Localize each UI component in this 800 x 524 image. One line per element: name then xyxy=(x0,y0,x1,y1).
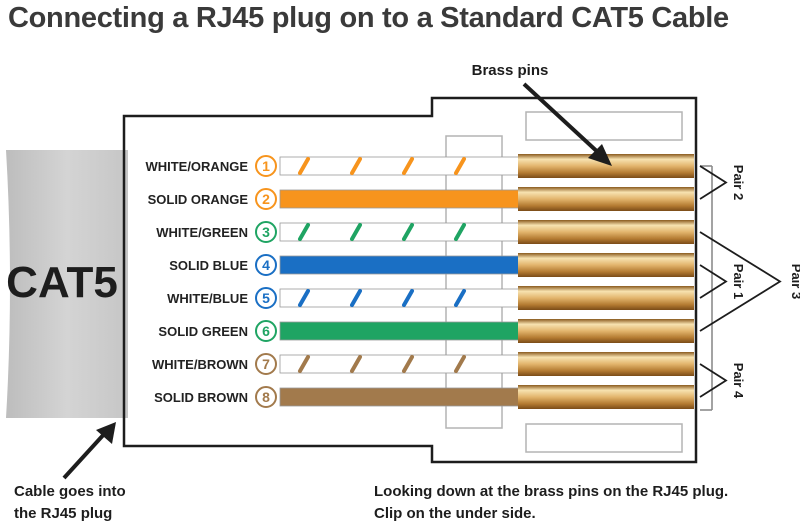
wire-label: SOLID BLUE xyxy=(169,258,248,273)
pin-number: 1 xyxy=(262,158,270,174)
wire-row: WHITE/BROWN 7 xyxy=(152,352,694,376)
view-note-line-1: Looking down at the brass pins on the RJ… xyxy=(374,483,728,500)
pair-label: Pair 2 xyxy=(731,165,746,200)
pair-label: Pair 3 xyxy=(789,264,800,299)
wire-stripe xyxy=(350,289,362,307)
brass-pin xyxy=(518,253,694,277)
wire-stripe xyxy=(298,355,310,373)
pin-number: 3 xyxy=(262,224,270,240)
pair-label: Pair 4 xyxy=(731,363,746,399)
wire-conductor xyxy=(279,222,521,242)
wire-conductor xyxy=(279,189,521,209)
cable-note-line-1: Cable goes into xyxy=(14,483,126,500)
brass-pin xyxy=(518,352,694,376)
wire-row: WHITE/GREEN 3 xyxy=(156,220,694,244)
brass-pins-arrow-line xyxy=(522,82,604,158)
wire-row: SOLID BROWN 8 xyxy=(154,385,694,409)
pin-number: 6 xyxy=(262,323,270,339)
cable-label: CAT5 xyxy=(6,258,118,307)
pin-number: 5 xyxy=(262,290,270,306)
pair-brackets: Pair 2 Pair 1 Pair 3 Pair 4 xyxy=(699,165,800,411)
pair-bracket-line xyxy=(699,165,728,200)
wire-conductor xyxy=(279,255,521,275)
wire-stripe xyxy=(402,157,414,175)
page-title: Connecting a RJ45 plug on to a Standard … xyxy=(8,2,729,34)
pair-bracket-line xyxy=(699,264,728,299)
wire-stripe xyxy=(350,157,362,175)
pair-bracket-line xyxy=(699,231,782,332)
pin-number-circle xyxy=(255,320,277,342)
brass-pin xyxy=(518,319,694,343)
view-note-line-2: Clip on the under side. xyxy=(374,505,536,522)
pair-bracket: Pair 1 xyxy=(699,264,746,299)
wire-conductor xyxy=(279,288,521,308)
wire-conductor xyxy=(279,354,521,374)
wire-stripe xyxy=(402,289,414,307)
pin-number: 7 xyxy=(262,356,270,372)
cable-note-arrow-line xyxy=(62,430,108,480)
wire-label: SOLID GREEN xyxy=(158,324,248,339)
wire-stripe xyxy=(298,157,310,175)
wire-row: SOLID BLUE 4 xyxy=(169,253,694,277)
pin-number-circle xyxy=(255,254,277,276)
wire-row: WHITE/BLUE 5 xyxy=(167,286,694,310)
pin-number: 2 xyxy=(262,191,270,207)
wire-label: WHITE/BROWN xyxy=(152,357,248,372)
brass-pin xyxy=(518,286,694,310)
brass-pins-label: Brass pins xyxy=(472,62,549,79)
wire-stripe xyxy=(454,289,466,307)
wire-stripe xyxy=(298,289,310,307)
pair-label: Pair 1 xyxy=(731,264,746,299)
pair-bracket: Pair 3 xyxy=(699,231,800,332)
wire-label: WHITE/BLUE xyxy=(167,291,248,306)
pin-number-circle xyxy=(255,353,277,375)
plug-top-window xyxy=(525,111,683,141)
wire-stripe xyxy=(402,355,414,373)
wire-row: SOLID GREEN 6 xyxy=(158,319,694,343)
plug-body xyxy=(122,96,698,464)
wire-label: SOLID ORANGE xyxy=(148,192,249,207)
wire-stripe xyxy=(454,355,466,373)
wire-label: WHITE/GREEN xyxy=(156,225,248,240)
plug-crimp-bar xyxy=(445,135,503,429)
wire-conductor xyxy=(279,321,521,341)
brass-pins-arrowhead xyxy=(588,144,612,166)
wire-stripe xyxy=(298,223,310,241)
wire-row: WHITE/ORANGE 1 xyxy=(145,154,694,178)
brass-pin xyxy=(518,385,694,409)
wire-conductor xyxy=(279,387,521,407)
pin-number-circle xyxy=(255,155,277,177)
wire-conductor xyxy=(279,156,521,176)
cable-jacket xyxy=(6,150,128,418)
wire-stripe xyxy=(402,223,414,241)
pin-number-circle xyxy=(255,287,277,309)
pair-bracket: Pair 2 xyxy=(699,165,746,200)
pin-number-circle xyxy=(255,188,277,210)
brass-pin xyxy=(518,220,694,244)
pin-number: 4 xyxy=(262,257,270,273)
wire-row: SOLID ORANGE 2 xyxy=(148,187,694,211)
pin-number-circle xyxy=(255,386,277,408)
pair-bracket: Pair 4 xyxy=(699,363,746,399)
wire-stripe xyxy=(350,355,362,373)
wire-label: SOLID BROWN xyxy=(154,390,248,405)
wire-stripe xyxy=(350,223,362,241)
wire-label: WHITE/ORANGE xyxy=(145,159,248,174)
cable-note-line-2: the RJ45 plug xyxy=(14,505,112,522)
pin-number: 8 xyxy=(262,389,270,405)
pin-number-circle xyxy=(255,221,277,243)
pair-bracket-line xyxy=(699,363,728,398)
wire-stripe xyxy=(454,223,466,241)
cable-note-arrowhead xyxy=(96,422,116,444)
brass-pin xyxy=(518,187,694,211)
plug-bottom-window xyxy=(525,423,683,453)
wire-stripe xyxy=(454,157,466,175)
